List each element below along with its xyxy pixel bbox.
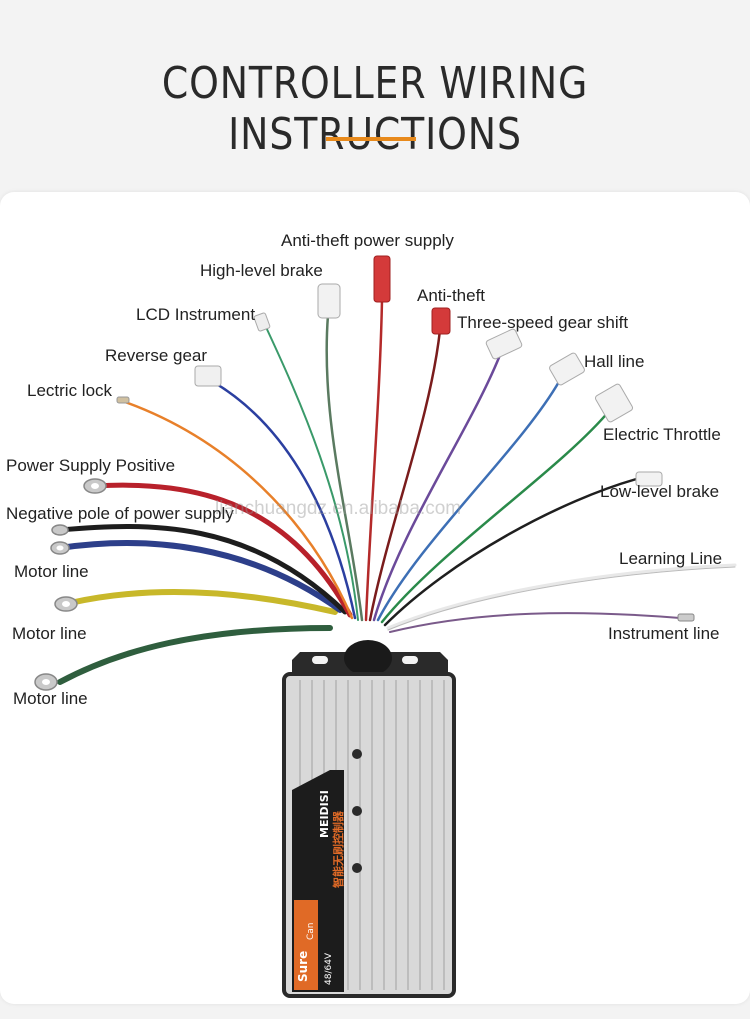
connector-high-level-brake	[317, 283, 341, 319]
cable-gland	[344, 640, 392, 676]
housing-screw-3	[352, 863, 362, 873]
connector-electric-throttle	[594, 383, 634, 423]
connector-reverse-gear	[194, 365, 222, 387]
controller-voltage: 48/64V	[324, 952, 334, 985]
pin-lectric-lock	[116, 396, 130, 404]
wire-lcd-instrument	[264, 324, 359, 621]
ring-terminal-motor-2	[54, 596, 78, 612]
wire-anti-theft-power	[364, 298, 384, 622]
ring-terminal-power-positive	[83, 478, 107, 494]
wire-motor-line-1	[57, 540, 343, 613]
controller-can: Can	[306, 922, 316, 940]
label-electric-throttle: Electric Throttle	[603, 425, 721, 444]
header: CONTROLLER WIRING INSTRUCTIONS	[0, 0, 750, 190]
controller-chinese: 智能无刷控制器	[332, 811, 345, 888]
label-learning-line: Learning Line	[619, 549, 723, 568]
ring-terminal-motor-3	[34, 673, 58, 691]
label-instrument-line: Instrument line	[608, 624, 720, 643]
label-lcd-instrument: LCD Instrument	[136, 305, 256, 324]
wire-low-level-brake	[383, 476, 642, 627]
controller-unit	[282, 640, 456, 998]
connector-anti-theft	[431, 307, 451, 335]
label-motor-line-2: Motor line	[12, 624, 87, 643]
label-anti-theft: Anti-theft	[417, 286, 486, 305]
label-low-level-brake: Low-level brake	[600, 482, 720, 501]
wire-electric-throttle	[380, 408, 612, 624]
bracket-hole-left	[312, 656, 328, 664]
ring-terminal-motor-1	[50, 541, 70, 555]
label-panel-orange	[294, 900, 318, 990]
label-negative-pole: Negative pole of power supply	[6, 504, 234, 523]
wire-learning-line-shadow	[387, 566, 736, 631]
title-underline	[326, 137, 416, 141]
label-three-speed-gear-shift: Three-speed gear shift	[457, 313, 629, 332]
wire-motor-line-2	[67, 589, 338, 615]
label-reverse-gear: Reverse gear	[105, 346, 208, 365]
housing-screw-2	[352, 806, 362, 816]
label-power-supply-positive: Power Supply Positive	[6, 456, 176, 475]
wire-power-positive	[92, 482, 353, 618]
pin-lcd-instrument	[253, 312, 271, 332]
page-title: CONTROLLER WIRING INSTRUCTIONS	[161, 58, 589, 160]
watermark: lianchuangdz.en.alibaba.com	[215, 498, 462, 519]
wire-bundle	[57, 298, 737, 685]
ring-terminal-negative	[51, 524, 69, 536]
wire-instrument-line	[389, 612, 681, 633]
pin-instrument-line	[677, 613, 695, 622]
connector-three-speed	[485, 328, 523, 360]
connector-low-level-brake	[635, 471, 663, 487]
controller-sure: Sure	[296, 950, 310, 982]
label-lectric-lock: Lectric lock	[27, 381, 113, 400]
wire-anti-theft	[368, 328, 442, 622]
label-high-level-brake: High-level brake	[200, 261, 323, 280]
wire-three-speed	[372, 353, 502, 622]
wire-reverse-gear	[208, 378, 357, 620]
wire-hall-line	[376, 378, 562, 622]
bracket-hole-right	[402, 656, 418, 664]
wire-learning-line	[386, 563, 737, 630]
connector-anti-theft-power	[373, 255, 391, 303]
wire-lectric-lock	[123, 400, 354, 620]
label-motor-line-1: Motor line	[14, 562, 89, 581]
wire-negative-pole	[57, 524, 348, 615]
wire-motor-line-3	[57, 625, 333, 685]
housing-screw-1	[352, 749, 362, 759]
connector-hall-line	[549, 352, 585, 386]
connectors	[34, 255, 695, 691]
label-hall-line: Hall line	[584, 352, 645, 371]
label-anti-theft-power-supply: Anti-theft power supply	[281, 231, 454, 250]
wire-high-level-brake	[325, 313, 364, 622]
label-motor-line-3: Motor line	[13, 689, 88, 708]
